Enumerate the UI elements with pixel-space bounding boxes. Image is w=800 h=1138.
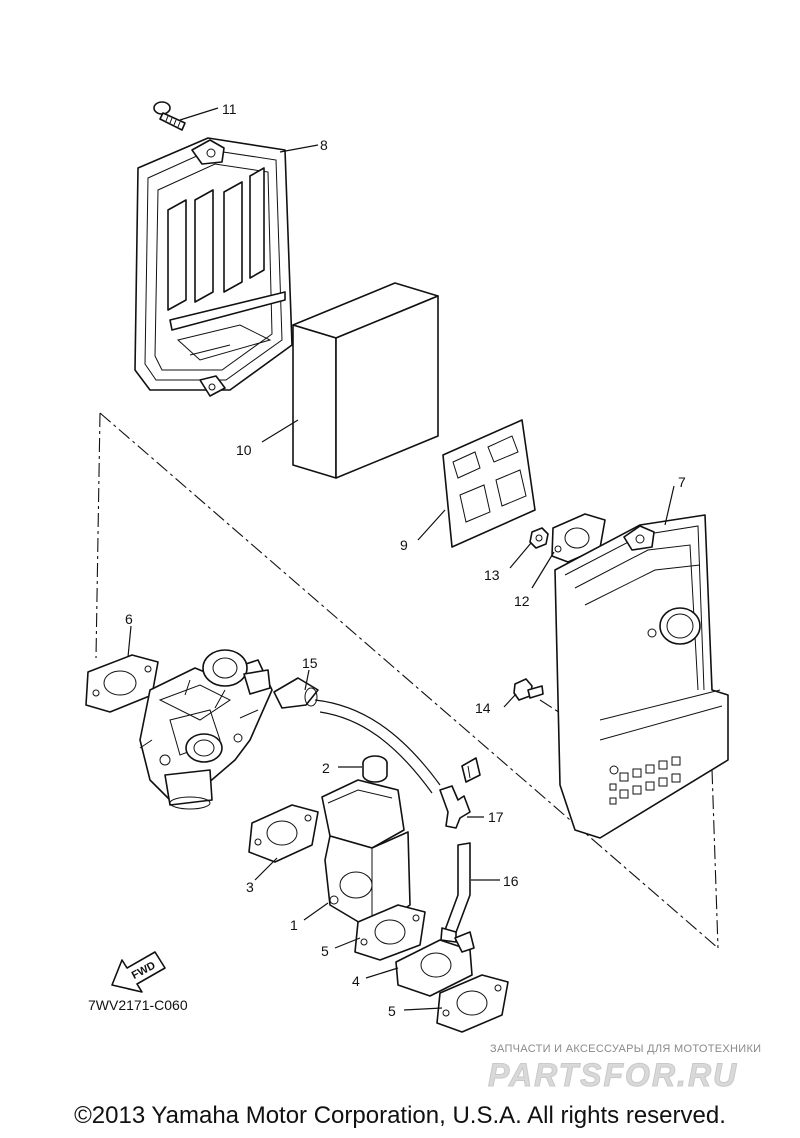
callout-6: 6 [125,611,133,627]
case-vent-grid [609,756,681,805]
part-5-gasket-upper [354,904,426,961]
watermark-logo: PARTSFOR.RU [487,1057,739,1094]
watermark-subtitle: ЗАПЧАСТИ И АКСЕССУАРЫ ДЛЯ МОТОТЕХНИКИ [490,1043,762,1055]
part-4-joint [395,931,475,997]
callout-11: 11 [222,101,237,117]
callout-7: 7 [678,474,686,490]
part-14-bolt [513,678,544,701]
part-16-hose [440,842,471,943]
part-3-gasket [248,804,319,863]
leader-lines [127,107,675,1011]
callout-5-lower: 5 [388,1003,396,1019]
part-7-case [554,514,729,839]
part-1-joint [321,779,411,931]
copyright-notice: ©2013 Yamaha Motor Corporation, U.S.A. A… [74,1102,726,1129]
callout-10: 10 [236,442,252,458]
callout-1: 1 [290,917,298,933]
part-6-gasket [85,654,159,713]
callout-13: 13 [484,567,500,583]
part-13-nut [529,527,549,549]
part-9-plate [442,419,536,548]
part-10-element [292,282,439,479]
part-5-gasket-lower [436,974,509,1033]
callout-16: 16 [503,873,519,889]
part-15-hose [273,677,441,794]
part-17-joint [439,757,481,829]
callout-17: 17 [488,809,504,825]
callout-15: 15 [302,655,318,671]
callout-2: 2 [322,760,330,776]
callout-12: 12 [514,593,530,609]
callout-3: 3 [246,879,254,895]
carburetor-assembly [139,649,273,810]
callout-5-upper: 5 [321,943,329,959]
part-11-screw [153,101,186,131]
part-8-air-cleaner-case [134,137,293,397]
fwd-arrow: FWD [111,951,166,993]
callout-8: 8 [320,137,328,153]
diagram-code: 7WV2171-C060 [88,997,188,1013]
callout-14: 14 [475,700,491,716]
callout-numbers: 11 8 10 9 7 13 12 14 6 15 2 17 16 3 1 5 … [125,101,686,1019]
callout-9: 9 [400,537,408,553]
callout-4: 4 [352,973,360,989]
